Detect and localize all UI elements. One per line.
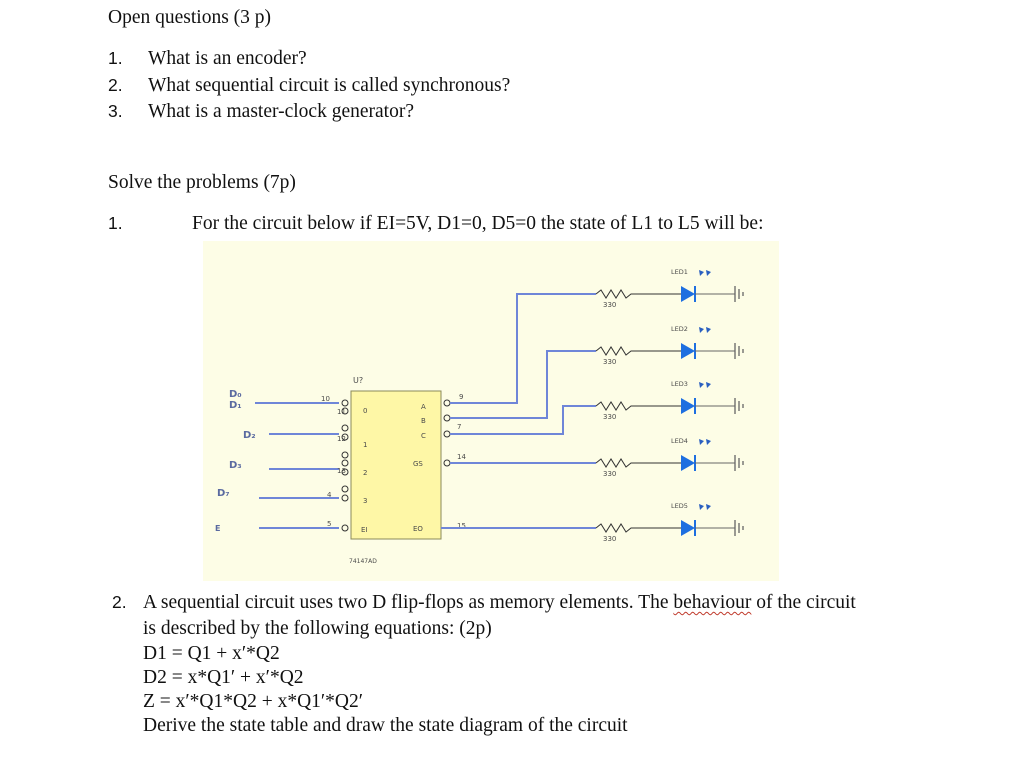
resistor-value-3: 330 <box>603 413 616 421</box>
led-3-diode <box>681 398 695 414</box>
resistor-2 <box>595 346 681 356</box>
output-wires <box>441 293 596 529</box>
led-3-arrow-2 <box>706 382 711 388</box>
led-row-2: 330 LED2 <box>595 325 744 366</box>
problem-2-line-2: is described by the following equations:… <box>143 618 492 639</box>
pin-number-9: 9 <box>459 393 463 401</box>
chip-part-number: 74147AD <box>349 558 377 565</box>
pin-number-12: 12 <box>337 435 346 443</box>
input-label-d2: D₂ <box>243 430 256 441</box>
problems-heading: Solve the problems (7p) <box>108 172 296 193</box>
resistor-value-2: 330 <box>603 358 616 366</box>
spelling-flag-behaviour: behaviour <box>673 592 752 613</box>
led-4-diode <box>681 455 695 471</box>
question-2-number: 2. <box>108 75 123 95</box>
led-1-arrow-1 <box>699 270 704 276</box>
input-label-d3: D₃ <box>229 460 242 471</box>
input-label-e: E <box>215 524 220 533</box>
chip-input-0: 0 <box>363 407 367 415</box>
pin-number-10: 10 <box>321 395 330 403</box>
led-2-arrow-1 <box>699 327 704 333</box>
led-1-arrow-2 <box>706 270 711 276</box>
led-3-arrow-1 <box>699 382 704 388</box>
circuit-background <box>203 241 779 581</box>
resistor-5 <box>595 523 681 533</box>
chip-input-ei: EI <box>361 526 368 534</box>
led-4-arrow-2 <box>706 439 711 445</box>
problem-1-text: For the circuit below if EI=5V, D1=0, D5… <box>192 213 764 234</box>
pin-number-15: 15 <box>457 522 466 530</box>
pin-number-7: 7 <box>457 423 461 431</box>
equation-d1: D1 = Q1 + x′*Q2 <box>143 643 280 664</box>
chip-output-a: A <box>421 403 426 411</box>
problem-2-final-line: Derive the state table and draw the stat… <box>143 715 628 736</box>
led-5-arrow-1 <box>699 504 704 510</box>
led-label-3: LED3 <box>671 380 688 388</box>
input-label-d0: D₀ <box>229 389 242 400</box>
input-wires <box>255 402 339 529</box>
problem-1-number: 1. <box>108 213 123 233</box>
question-1-number: 1. <box>108 48 123 68</box>
resistor-value-4: 330 <box>603 470 616 478</box>
chip-output-gs: GS <box>413 460 423 468</box>
led-label-2: LED2 <box>671 325 688 333</box>
question-3-text: What is a master-clock generator? <box>148 101 414 122</box>
problem-2-line-1-b: of the circuit <box>751 592 856 613</box>
resistor-value-5: 330 <box>603 535 616 543</box>
pin-number-14: 14 <box>457 453 466 461</box>
problem-2-number: 2. <box>112 592 127 612</box>
chip-input-3: 3 <box>363 497 367 505</box>
chip-output-c: C <box>421 432 426 440</box>
led-4-arrow-1 <box>699 439 704 445</box>
led-5-arrow-2 <box>706 504 711 510</box>
equation-z: Z = x′*Q1*Q2 + x*Q1′*Q2′ <box>143 691 364 712</box>
pin-number-5: 5 <box>327 520 331 528</box>
led-2-diode <box>681 343 695 359</box>
question-1-text: What is an encoder? <box>148 48 307 69</box>
equation-d2: D2 = x*Q1′ + x′*Q2 <box>143 667 304 688</box>
led-5-diode <box>681 520 695 536</box>
question-2-text: What sequential circuit is called synchr… <box>148 75 511 96</box>
pin-number-13: 13 <box>337 467 346 475</box>
chip-output-b: B <box>421 417 426 425</box>
chip-output-eo: EO <box>413 525 423 533</box>
encoder-chip <box>350 390 442 540</box>
led-1-diode <box>681 286 695 302</box>
pin-number-4: 4 <box>327 491 332 499</box>
pin-number-11: 11 <box>337 408 346 416</box>
led-label-4: LED4 <box>671 437 688 445</box>
led-label-1: LED1 <box>671 268 688 276</box>
chip-label: U? <box>353 376 363 385</box>
resistor-1 <box>595 289 681 299</box>
led-2-arrow-2 <box>706 327 711 333</box>
encoder-circuit-diagram: U? 74147AD D₀ D₁ D₂ D₃ D₇ E 10 11 12 13 … <box>203 241 779 581</box>
problem-2-line-1: A sequential circuit uses two D flip-flo… <box>143 593 856 613</box>
led-row-3: 330 LED3 <box>595 380 744 421</box>
resistor-4 <box>595 458 681 468</box>
led-row-4: 330 LED4 <box>595 437 744 478</box>
chip-input-1: 1 <box>363 441 367 449</box>
problem-2-line-1-a: A sequential circuit uses two D flip-flo… <box>143 592 674 613</box>
led-row-5: 330 LED5 <box>595 502 744 543</box>
resistor-value-1: 330 <box>603 301 616 309</box>
open-questions-heading: Open questions (3 p) <box>108 7 272 28</box>
input-label-d1: D₁ <box>229 400 242 411</box>
question-3-number: 3. <box>108 101 123 121</box>
led-label-5: LED5 <box>671 502 688 510</box>
chip-input-2: 2 <box>363 469 367 477</box>
led-row-1: 330 LED1 <box>595 268 744 309</box>
resistor-3 <box>595 401 681 411</box>
input-label-d7: D₇ <box>217 488 230 499</box>
